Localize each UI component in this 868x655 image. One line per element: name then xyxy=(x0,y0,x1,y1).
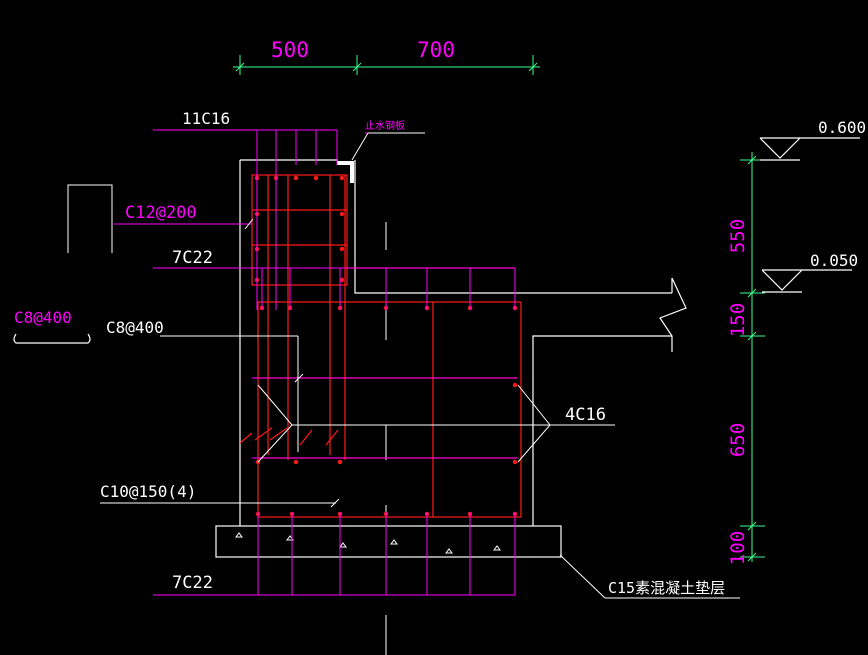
label-stirrup-lower: C10@150(4) xyxy=(100,482,196,501)
dim-150: 150 xyxy=(727,303,749,337)
dim-550: 550 xyxy=(727,219,749,253)
label-side-bars: 4C16 xyxy=(565,405,606,425)
tie-detail-shape xyxy=(13,333,91,344)
label-tie-detail: C8@400 xyxy=(14,308,72,327)
label-waterstop: 止水钢板 xyxy=(365,119,405,132)
elevation-mid: 0.050 xyxy=(810,251,858,270)
elevation-top: 0.600 xyxy=(818,118,866,137)
dim-500: 500 xyxy=(271,38,309,62)
dimension-lines xyxy=(233,55,765,562)
white-leaders xyxy=(67,132,740,599)
dim-100: 100 xyxy=(727,531,749,565)
elevation-symbols xyxy=(759,137,860,293)
label-top-bars: 11C16 xyxy=(182,109,230,128)
label-blinding: C15素混凝土垫层 xyxy=(608,579,725,597)
blinding-hatch xyxy=(235,532,501,554)
label-tie-callout: C8@400 xyxy=(106,318,164,337)
dim-700: 700 xyxy=(417,38,455,62)
label-stirrup-upper: C12@200 xyxy=(125,203,197,223)
label-mid-bars: 7C22 xyxy=(172,248,213,268)
rebar-cage xyxy=(239,174,522,518)
concrete-outline xyxy=(215,159,687,558)
rebar-leaders xyxy=(114,129,517,596)
label-bottom-bars: 7C22 xyxy=(172,573,213,593)
dim-650: 650 xyxy=(727,423,749,457)
waterstop-plate xyxy=(337,161,354,183)
